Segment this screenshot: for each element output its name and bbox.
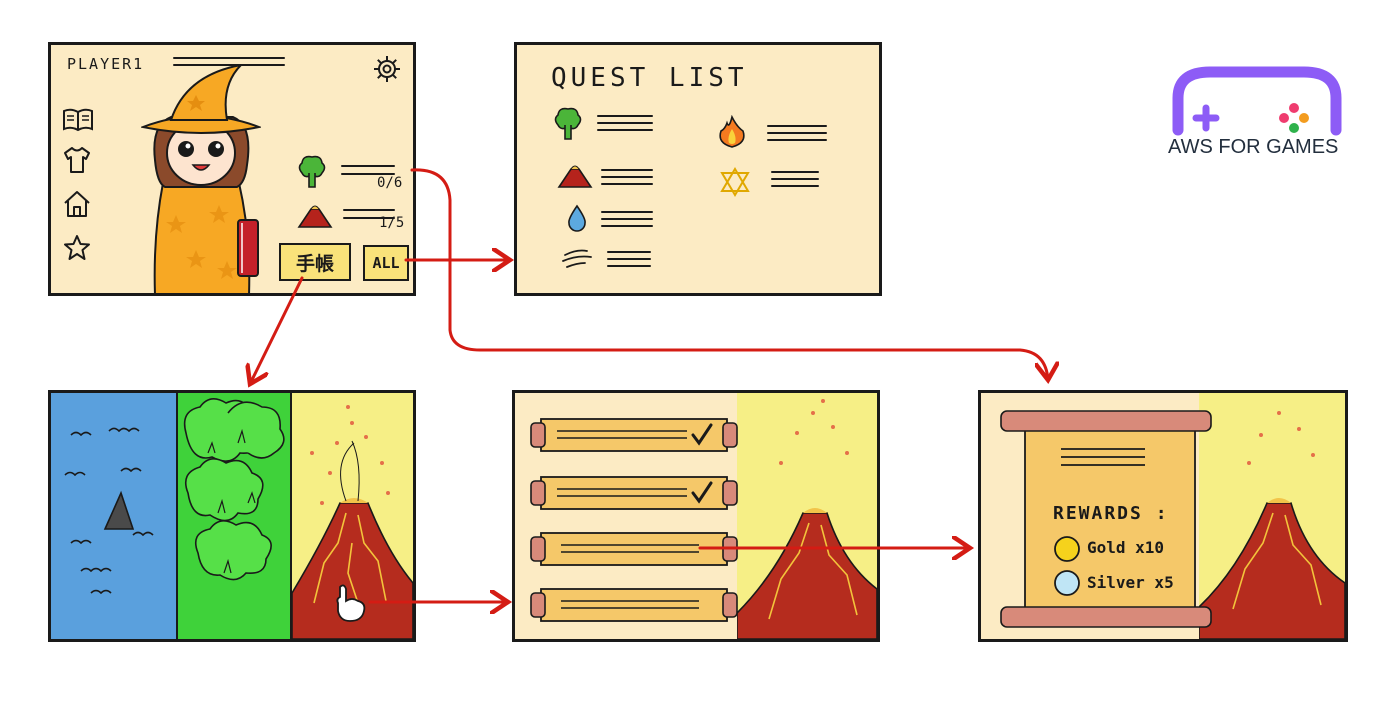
quest-scroll-2[interactable] [529,471,739,515]
quest-list-screen: QUEST LIST [514,42,882,296]
volcano-art [292,405,413,639]
all-button-label: ALL [372,254,400,272]
quest-scroll-1-art [530,418,738,452]
volcano-region[interactable] [292,393,413,639]
rewards-title: REWARDS : [1053,503,1169,524]
volcano-background [737,393,877,639]
quest-scroll-4-art [530,588,738,622]
rewards-volcano-background [1199,393,1345,639]
water-drop-icon [568,204,586,232]
profile-screen: PLAYER1 [48,42,416,296]
volcano-icon [297,205,333,228]
quest-scroll-3-art [530,532,738,566]
star-icon[interactable] [62,233,92,263]
shirt-icon[interactable] [61,145,93,175]
gold-coin-icon [1054,536,1080,562]
tree-icon [298,155,326,188]
silver-reward: Silver x5 [1087,573,1174,592]
quest-scroll-3[interactable] [529,527,739,571]
volcano-background-art [737,399,877,639]
all-button[interactable]: ALL [363,245,409,281]
gold-reward: Gold x10 [1087,538,1165,557]
reward-scroll [1000,410,1212,628]
brand-name: AWS FOR GAMES [1168,136,1339,158]
water-waves [64,427,154,595]
home-icon[interactable] [61,189,93,219]
notebook-button[interactable]: 手帳 [279,243,351,281]
book-icon[interactable] [61,107,95,133]
rewards-volcano-art [1199,411,1345,639]
quest-scroll-1[interactable] [529,413,739,457]
quest-list-title: QUEST LIST [551,63,748,93]
rewards-screen: REWARDS : Gold x10 Silver x5 [978,390,1348,642]
tree-progress: 0/6 [377,175,403,191]
hexagram-icon [720,167,750,197]
forest-trees [183,398,285,581]
pointing-hand-icon [336,584,366,622]
silver-coin-icon [1054,570,1080,596]
volcano-progress: 1/5 [379,215,405,231]
spellbook [237,219,259,277]
player-label: PLAYER1 [67,55,145,73]
water-region[interactable] [51,393,176,639]
witch-character [141,65,261,293]
quest-scroll-screen [512,390,880,642]
quest-tree-icon [554,107,582,140]
quest-scroll-4[interactable] [529,583,739,627]
notebook-button-label: 手帳 [295,252,334,275]
gear-icon[interactable] [371,53,403,85]
fire-icon [719,115,745,148]
quest-scroll-2-art [530,476,738,510]
aws-for-games-logo: AWS FOR GAMES [1166,64,1348,164]
forest-region[interactable] [176,393,292,639]
wind-icon [562,249,592,268]
gamepad-icon [1172,66,1342,136]
quest-volcano-icon [557,165,593,188]
region-select-screen [48,390,416,642]
